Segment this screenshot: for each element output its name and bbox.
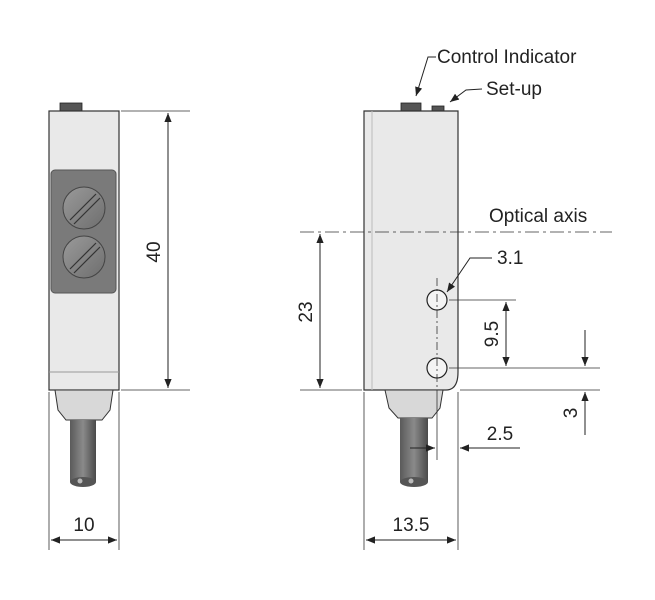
hole-bottom-label: 3 [561, 408, 582, 419]
dim-height-40: 40 [121, 110, 190, 391]
front-view [48, 102, 120, 487]
optical-axis-label: Optical axis [489, 206, 587, 227]
width-front-label: 10 [73, 515, 94, 536]
dim-width-10: 10 [48, 392, 120, 550]
axis-height-label: 23 [296, 301, 317, 322]
dim-hole-pitch: 9.5 [449, 299, 600, 369]
hole-pitch-label: 9.5 [482, 321, 503, 347]
side-cable [400, 418, 428, 482]
dim-axis-height-23: 23 [296, 234, 362, 391]
height-label: 40 [144, 241, 165, 262]
optical-axis: Optical axis [300, 206, 612, 233]
hole-diameter-label: 3.1 [497, 248, 523, 269]
lens-lower [62, 235, 106, 279]
lens-upper [62, 186, 106, 230]
dim-hole-edge: 2.5 [410, 390, 520, 460]
control-indicator-label: Control Indicator [437, 47, 577, 68]
side-body [363, 110, 459, 391]
setup-callout: Set-up [449, 79, 542, 103]
dim-hole-bottom: 3 [460, 330, 600, 435]
dim-width-13-5: 13.5 [363, 392, 459, 550]
control-indicator-callout: Control Indicator [415, 47, 577, 97]
front-cable-relief [54, 389, 114, 421]
width-side-label: 13.5 [393, 515, 430, 536]
side-view [363, 102, 459, 487]
hole-edge-label: 2.5 [487, 424, 513, 445]
setup-label: Set-up [486, 79, 542, 100]
front-cable [70, 420, 96, 482]
side-cable-relief [384, 389, 444, 419]
hole-diameter-callout: 3.1 [446, 248, 523, 293]
